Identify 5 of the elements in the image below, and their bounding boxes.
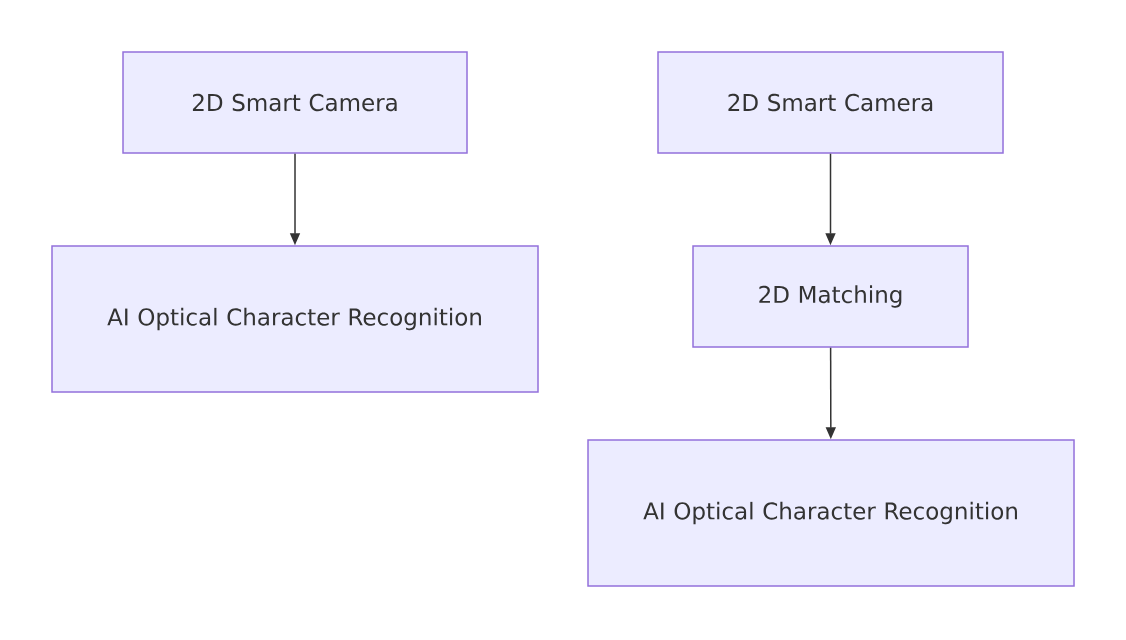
- process-box: 2D Smart Camera: [657, 51, 1004, 154]
- process-box: AI Optical Character Recognition: [51, 245, 539, 393]
- process-box: 2D Smart Camera: [122, 51, 468, 154]
- process-box: AI Optical Character Recognition: [587, 439, 1075, 587]
- process-box: 2D Matching: [692, 245, 969, 348]
